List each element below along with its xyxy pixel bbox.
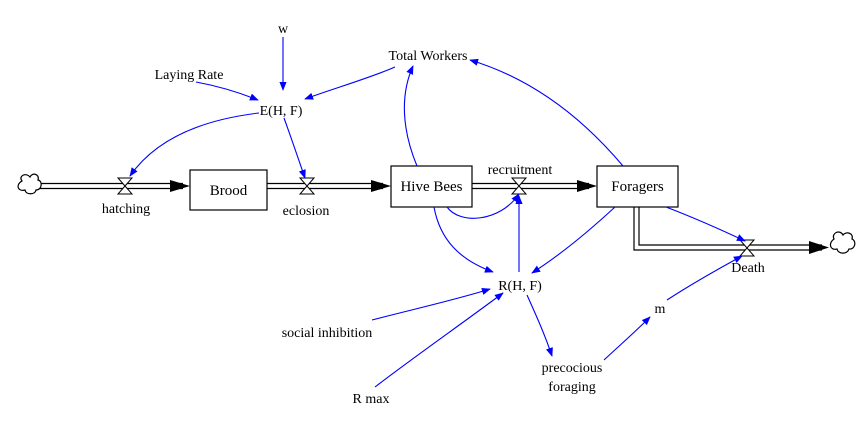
link-hive-bees-to-total-workers bbox=[403, 65, 418, 167]
var-precocious-foraging-label-line2: foraging bbox=[548, 380, 595, 395]
link-m-to-death bbox=[666, 255, 743, 301]
var-r-max-label: R max bbox=[353, 392, 390, 407]
var-w-label: w bbox=[278, 22, 289, 37]
var-r-hf-label: R(H, F) bbox=[498, 279, 542, 294]
flow-death-label: Death bbox=[731, 261, 764, 276]
var-social-inhibition-label: social inhibition bbox=[282, 326, 373, 341]
var-e-hf-label: E(H, F) bbox=[260, 104, 303, 119]
link-social-inhibition-to-r bbox=[371, 287, 491, 321]
link-r-max-to-r bbox=[374, 292, 504, 388]
hatching-flow-arrowhead bbox=[170, 180, 190, 192]
flow-recruitment-label: recruitment bbox=[488, 163, 553, 178]
var-m-label: m bbox=[655, 302, 666, 317]
recruitment-flow-arrowhead bbox=[577, 180, 597, 192]
link-precocious-foraging-to-m bbox=[603, 316, 651, 361]
information-links bbox=[129, 37, 746, 388]
hatching-valve-icon bbox=[116, 177, 134, 195]
diagram-labels: w Laying Rate E(H, F) Total Workers hatc… bbox=[102, 22, 765, 407]
death-valve-icon bbox=[738, 239, 756, 257]
var-precocious-foraging-label-line1: precocious bbox=[542, 361, 603, 376]
var-total-workers-label: Total Workers bbox=[389, 49, 468, 64]
stock-hive-bees: Hive Bees bbox=[390, 165, 473, 208]
link-e-to-hatching bbox=[129, 112, 260, 177]
flow-eclosion-label: eclosion bbox=[283, 204, 330, 219]
flow-pipes bbox=[36, 180, 829, 254]
stock-brood-label: Brood bbox=[210, 183, 248, 199]
death-pipe-outer bbox=[633, 207, 822, 251]
link-foragers-to-death bbox=[665, 206, 746, 242]
link-total-workers-to-e bbox=[304, 66, 396, 100]
flow-hatching-label: hatching bbox=[102, 202, 150, 217]
link-laying-rate-to-e bbox=[195, 81, 259, 101]
link-foragers-to-total-workers bbox=[469, 58, 624, 167]
link-e-to-eclosion bbox=[283, 117, 306, 179]
stock-brood: Brood bbox=[189, 169, 268, 211]
source-cloud-icon bbox=[17, 173, 42, 195]
sink-cloud-icon bbox=[829, 231, 856, 254]
eclosion-valve-icon bbox=[298, 177, 316, 195]
stock-foragers: Foragers bbox=[596, 165, 679, 208]
var-laying-rate-label: Laying Rate bbox=[155, 68, 224, 83]
link-r-to-precocious-foraging bbox=[526, 294, 553, 357]
stock-hive-bees-label: Hive Bees bbox=[400, 179, 462, 195]
eclosion-flow-arrowhead bbox=[371, 180, 391, 192]
recruitment-valve-icon bbox=[510, 177, 528, 195]
link-foragers-to-r bbox=[531, 206, 616, 274]
link-hive-bees-to-recruitment bbox=[446, 193, 520, 219]
death-flow-arrowhead bbox=[809, 241, 829, 254]
stock-foragers-label: Foragers bbox=[611, 179, 664, 195]
link-hive-bees-to-r bbox=[433, 206, 494, 273]
death-pipe-inner bbox=[638, 207, 822, 246]
